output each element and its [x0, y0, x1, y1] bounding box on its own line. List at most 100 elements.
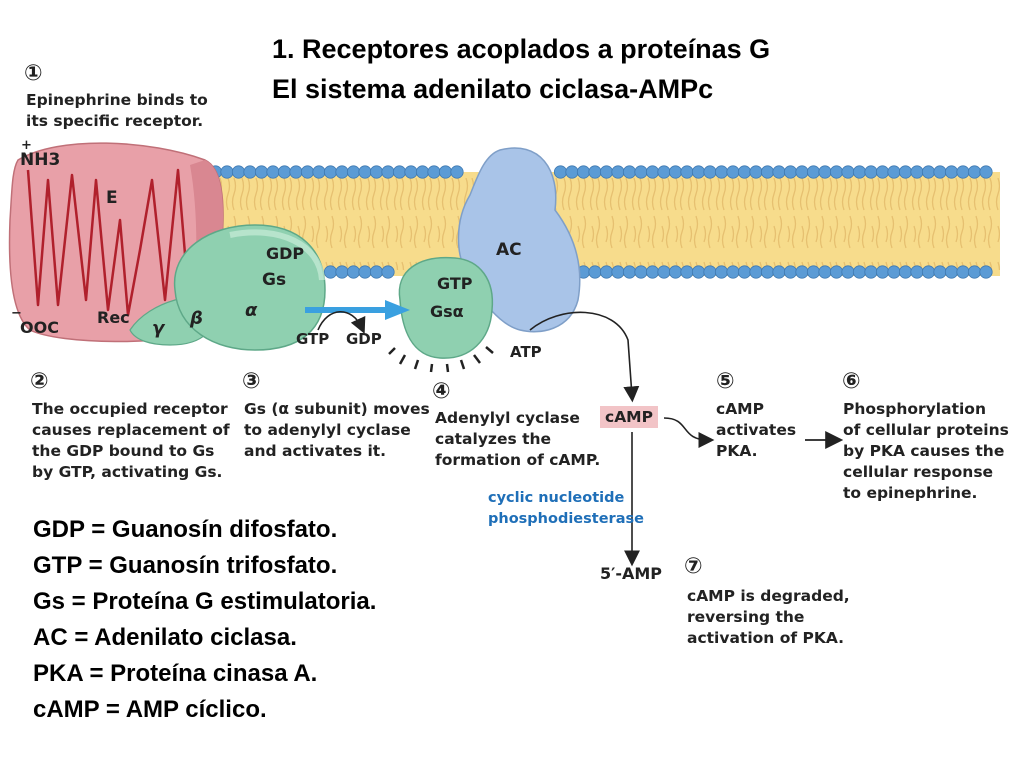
lipid-head — [795, 265, 809, 279]
lipid-head — [323, 265, 338, 279]
step-5-text: cAMP activates PKA. — [716, 400, 797, 460]
lipid-head — [657, 165, 671, 179]
lipid-head — [933, 265, 947, 279]
gs-label: Gs — [262, 270, 287, 290]
lipid-head — [864, 165, 878, 179]
lipid-head — [392, 165, 407, 179]
title-line-1: 1. Receptores acoplados a proteínas G — [272, 34, 771, 64]
nh3-label: NH3 — [20, 150, 61, 170]
lipid-head — [714, 165, 729, 179]
lipid-head — [852, 265, 867, 279]
lipid-head — [944, 165, 959, 179]
lipid-head — [266, 165, 280, 179]
lipid-head — [645, 265, 660, 279]
gs-alpha-shape — [398, 256, 494, 359]
beta-label: β — [190, 308, 203, 329]
lipid-head — [714, 265, 729, 279]
lipid-head — [818, 265, 832, 279]
lipid-head — [680, 165, 694, 179]
lipid-head — [300, 165, 315, 179]
lipid-head — [335, 165, 349, 179]
lipid-head — [726, 265, 740, 279]
lipid-head — [979, 265, 993, 279]
membrane-bottom-heads — [323, 265, 993, 279]
lipid-head — [910, 165, 924, 179]
lipid-head — [806, 265, 821, 279]
rec-label: Rec — [97, 308, 130, 327]
lipid-head — [887, 265, 901, 279]
lipid-head — [691, 165, 706, 179]
lipid-head — [737, 265, 752, 279]
step-4-number: ④ — [432, 379, 451, 404]
legend-gdp: GDP = Guanosín difosfato. — [33, 516, 338, 543]
lipid-head — [335, 265, 349, 279]
phosphodiesterase-label: cyclic nucleotide phosphodiesterase — [488, 490, 644, 527]
e-label: E — [106, 188, 118, 208]
lipid-head — [404, 165, 418, 179]
lipid-head — [933, 165, 947, 179]
step-7-number: ⑦ — [684, 554, 703, 579]
lipid-head — [277, 165, 292, 179]
lipid-head — [841, 265, 855, 279]
lipid-head — [806, 165, 821, 179]
lipid-head — [358, 165, 372, 179]
cell-membrane — [150, 165, 1000, 279]
lipid-head — [979, 165, 993, 179]
lipid-head — [864, 265, 878, 279]
lipid-head — [967, 265, 982, 279]
lipid-head — [795, 165, 809, 179]
lipid-head — [967, 165, 982, 179]
lipid-head — [553, 165, 568, 179]
lipid-head — [231, 165, 246, 179]
lipid-head — [921, 265, 936, 279]
lipid-head — [772, 165, 786, 179]
step-6-text: Phosphorylation of cellular proteins by … — [843, 400, 1009, 502]
lipid-head — [668, 265, 683, 279]
lipid-head — [220, 165, 234, 179]
lipid-head — [657, 265, 671, 279]
lipid-head — [381, 265, 395, 279]
legend-camp: cAMP = AMP cíclico. — [33, 696, 267, 723]
lipid-head — [588, 265, 602, 279]
lipid-head — [438, 165, 453, 179]
gtp-top-label: GTP — [437, 274, 473, 293]
lipid-head — [956, 165, 970, 179]
lipid-head — [346, 265, 361, 279]
g-protein-complex-shape — [129, 224, 326, 351]
lipid-head — [760, 265, 775, 279]
lipid-head — [772, 265, 786, 279]
lipid-head — [289, 165, 303, 179]
gdp-bottom-label: GDP — [346, 330, 382, 348]
alpha-label: α — [245, 300, 258, 321]
lipid-head — [599, 165, 614, 179]
lipid-head — [622, 265, 637, 279]
activation-rays — [388, 346, 494, 373]
lipid-head — [749, 265, 763, 279]
lipid-head — [760, 165, 775, 179]
lipid-head — [588, 165, 602, 179]
lipid-head — [254, 165, 269, 179]
lipid-head — [852, 165, 867, 179]
gamma-label: γ — [152, 318, 165, 339]
lipid-head — [565, 165, 579, 179]
lipid-head — [841, 165, 855, 179]
step-1-number: ① — [24, 61, 43, 86]
lipid-head — [634, 265, 648, 279]
lipid-head — [829, 165, 844, 179]
lipid-head — [611, 165, 625, 179]
legend-ac: AC = Adenilato ciclasa. — [33, 624, 297, 651]
nh3-charge: + — [21, 138, 32, 153]
lipid-head — [737, 165, 752, 179]
gsa-label: Gsα — [430, 302, 464, 321]
lipid-head — [323, 165, 338, 179]
step-3-text: Gs (α subunit) moves to adenylyl cyclase… — [244, 400, 430, 460]
step-7-text: cAMP is degraded, reversing the activati… — [687, 587, 850, 647]
lipid-head — [668, 165, 683, 179]
lipid-head — [703, 265, 717, 279]
camp-label: cAMP — [600, 406, 658, 428]
lipid-head — [898, 265, 913, 279]
lipid-head — [599, 265, 614, 279]
lipid-head — [818, 165, 832, 179]
